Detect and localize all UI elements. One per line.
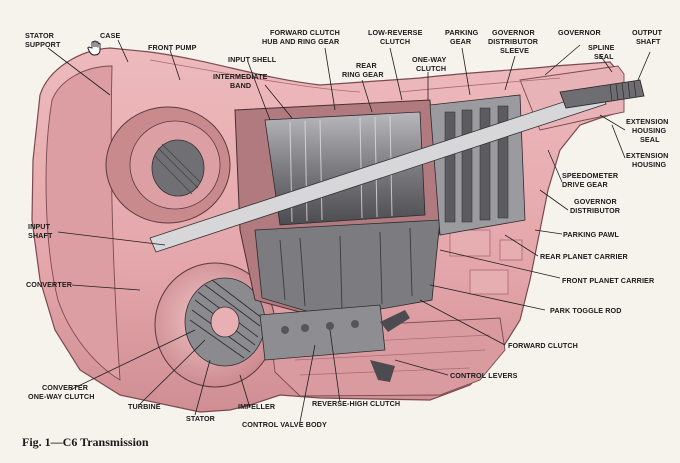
label-governor-distributor: GOVERNOR DISTRIBUTOR [570, 197, 621, 215]
label-input-shell: INPUT SHELL [228, 55, 277, 64]
hand-pointer-icon [87, 40, 101, 56]
label-front-planet-carrier: FRONT PLANET CARRIER [562, 276, 655, 285]
label-impeller: IMPELLER [238, 402, 276, 411]
label-turbine: TURBINE [128, 402, 161, 411]
label-reverse-high-clutch: REVERSE-HIGH CLUTCH [312, 399, 400, 408]
leader-lines [47, 39, 651, 423]
label-one-way-clutch: ONE-WAY CLUTCH [412, 55, 448, 73]
label-stator: STATOR [186, 414, 216, 423]
label-low-reverse-clutch: LOW-REVERSE CLUTCH [368, 28, 425, 46]
label-front-pump: FRONT PUMP [148, 43, 197, 52]
label-governor: GOVERNOR [558, 28, 601, 37]
label-spline-seal: SPLINE SEAL [588, 43, 617, 61]
label-converter: CONVERTER [26, 280, 73, 289]
label-parking-pawl: PARKING PAWL [563, 230, 620, 239]
label-governor-distributor-sleeve: GOVERNOR DISTRIBUTOR SLEEVE [488, 28, 540, 55]
label-output-shaft: OUTPUT SHAFT [632, 28, 664, 46]
label-extension-housing-seal: EXTENSION HOUSING SEAL [626, 117, 671, 144]
label-case: CASE [100, 31, 120, 40]
internal-components [105, 79, 645, 388]
label-control-valve-body: CONTROL VALVE BODY [242, 420, 327, 429]
label-rear-planet-carrier: REAR PLANET CARRIER [540, 252, 628, 261]
figure-caption: Fig. 1—C6 Transmission [22, 435, 149, 449]
label-rear-ring-gear: REAR RING GEAR [342, 61, 384, 79]
label-extension-housing: EXTENSION HOUSING [626, 151, 671, 169]
callout-labels: STATOR SUPPORT CASE FRONT PUMP INPUT SHE… [25, 28, 671, 429]
label-converter-one-way-clutch: CONVERTER ONE-WAY CLUTCH [28, 383, 95, 401]
label-speedometer-drive-gear: SPEEDOMETER DRIVE GEAR [562, 171, 620, 189]
label-park-toggle-rod: PARK TOGGLE ROD [550, 306, 622, 315]
label-control-levers: CONTROL LEVERS [450, 371, 518, 380]
label-forward-clutch: FORWARD CLUTCH [508, 341, 578, 350]
label-intermediate-band: INTERMEDIATE BAND [213, 72, 270, 90]
label-parking-gear: PARKING GEAR [445, 28, 480, 46]
label-stator-support: STATOR SUPPORT [25, 31, 61, 49]
label-input-shaft: INPUT SHAFT [28, 222, 53, 240]
label-forward-clutch-hub: FORWARD CLUTCH HUB AND RING GEAR [262, 28, 342, 46]
